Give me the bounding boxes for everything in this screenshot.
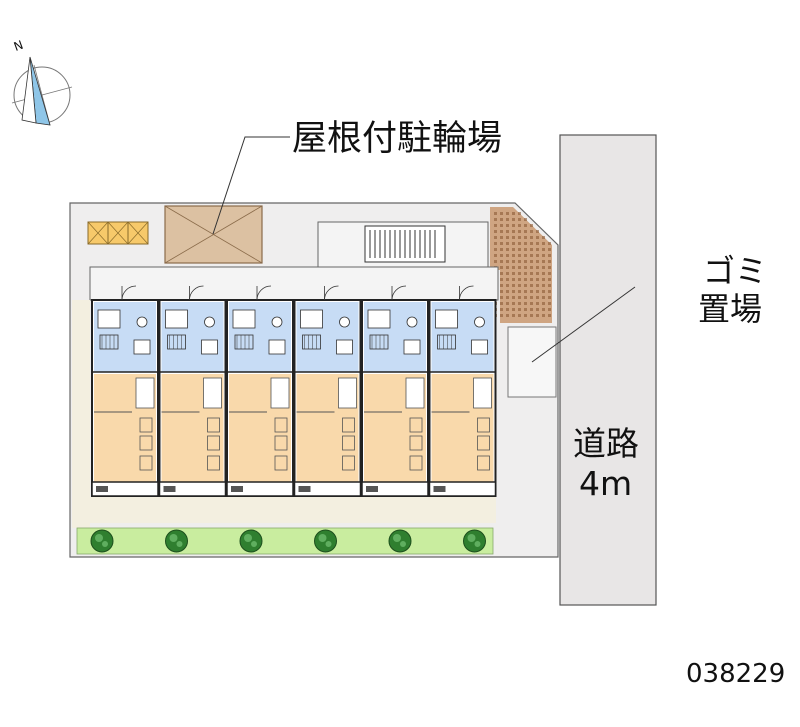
storage-boxes <box>87 221 149 245</box>
compass-icon <box>11 56 73 126</box>
unit-2 <box>158 285 227 497</box>
property-id: 038229 <box>686 659 785 689</box>
trees <box>90 529 486 553</box>
tree-3 <box>239 529 263 553</box>
garbage-label-line1: ゴミ <box>703 252 767 290</box>
unit-4 <box>293 285 362 497</box>
front-yard <box>72 497 496 523</box>
tree-1 <box>90 529 114 553</box>
greenery-strip <box>76 527 494 555</box>
stair-steps <box>369 230 436 258</box>
brick-texture <box>494 212 551 317</box>
bike-shelter-pointer-line <box>212 136 290 235</box>
unit-1 <box>91 285 159 497</box>
road <box>559 134 657 606</box>
unit-5 <box>361 285 429 497</box>
tree-5 <box>388 529 412 553</box>
garbage-pointer-line <box>531 286 636 363</box>
tree-4 <box>314 529 337 553</box>
corridor <box>89 266 499 301</box>
road-label-line2: 4m <box>579 464 632 503</box>
left-yard <box>72 300 90 528</box>
tree-6 <box>463 529 486 553</box>
unit-3 <box>226 285 294 497</box>
tree-2 <box>165 529 188 553</box>
road-label-line1: 道路 <box>573 424 639 463</box>
garbage-label-line2: 置場 <box>698 290 762 328</box>
unit-6 <box>428 285 497 497</box>
apartment-units <box>91 285 497 497</box>
compass-letter: N <box>12 38 25 54</box>
bike-parking-label: 屋根付駐輪場 <box>292 119 502 159</box>
